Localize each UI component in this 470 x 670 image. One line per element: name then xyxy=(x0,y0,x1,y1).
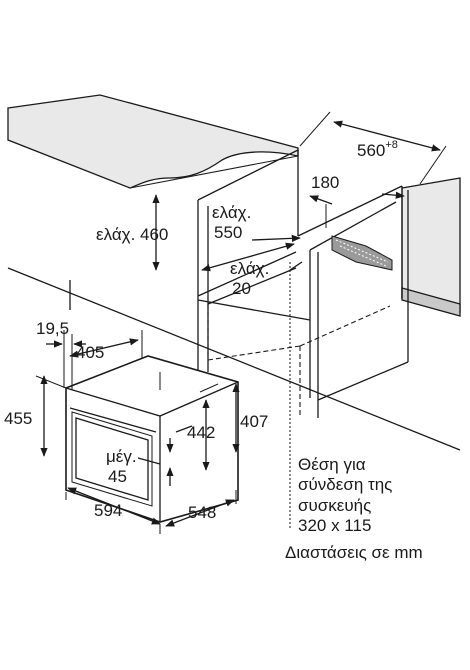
caption-line-3: συσκευής xyxy=(298,496,371,515)
countertop-left xyxy=(7,94,299,189)
cabinet-structure xyxy=(7,149,461,451)
min-gap-value: 20 xyxy=(232,279,251,298)
height-inner-label: 442 xyxy=(187,423,215,442)
width-label: 594 xyxy=(94,501,122,520)
max-value: 45 xyxy=(108,467,127,486)
handle-depth-label: 405 xyxy=(76,343,104,362)
dimension-lines xyxy=(35,111,447,534)
max-label: μέγ. xyxy=(106,447,137,466)
caption-line-4: 320 x 115 xyxy=(298,516,371,535)
countertop-right xyxy=(401,177,461,317)
min-gap-label: ελάχ. xyxy=(230,259,269,278)
cable-offset-label: 180 xyxy=(311,173,339,192)
depth-label: 548 xyxy=(188,503,216,522)
connection-box xyxy=(289,235,393,528)
front-offset-label: 19,5 xyxy=(36,319,69,338)
min-depth-value: 550 xyxy=(214,223,242,242)
min-height-label: ελάχ. 460 xyxy=(96,225,168,244)
height-side-label: 407 xyxy=(240,412,268,431)
depth-niche-label: 560+8 xyxy=(357,139,398,160)
caption-line-1: Θέση για xyxy=(298,455,366,474)
height-total-label: 455 xyxy=(4,409,32,428)
min-depth-label: ελάχ. xyxy=(212,203,251,222)
units-note: Διαστάσεις σε mm xyxy=(285,543,423,562)
caption-line-2: σύνδεση της xyxy=(298,475,392,494)
